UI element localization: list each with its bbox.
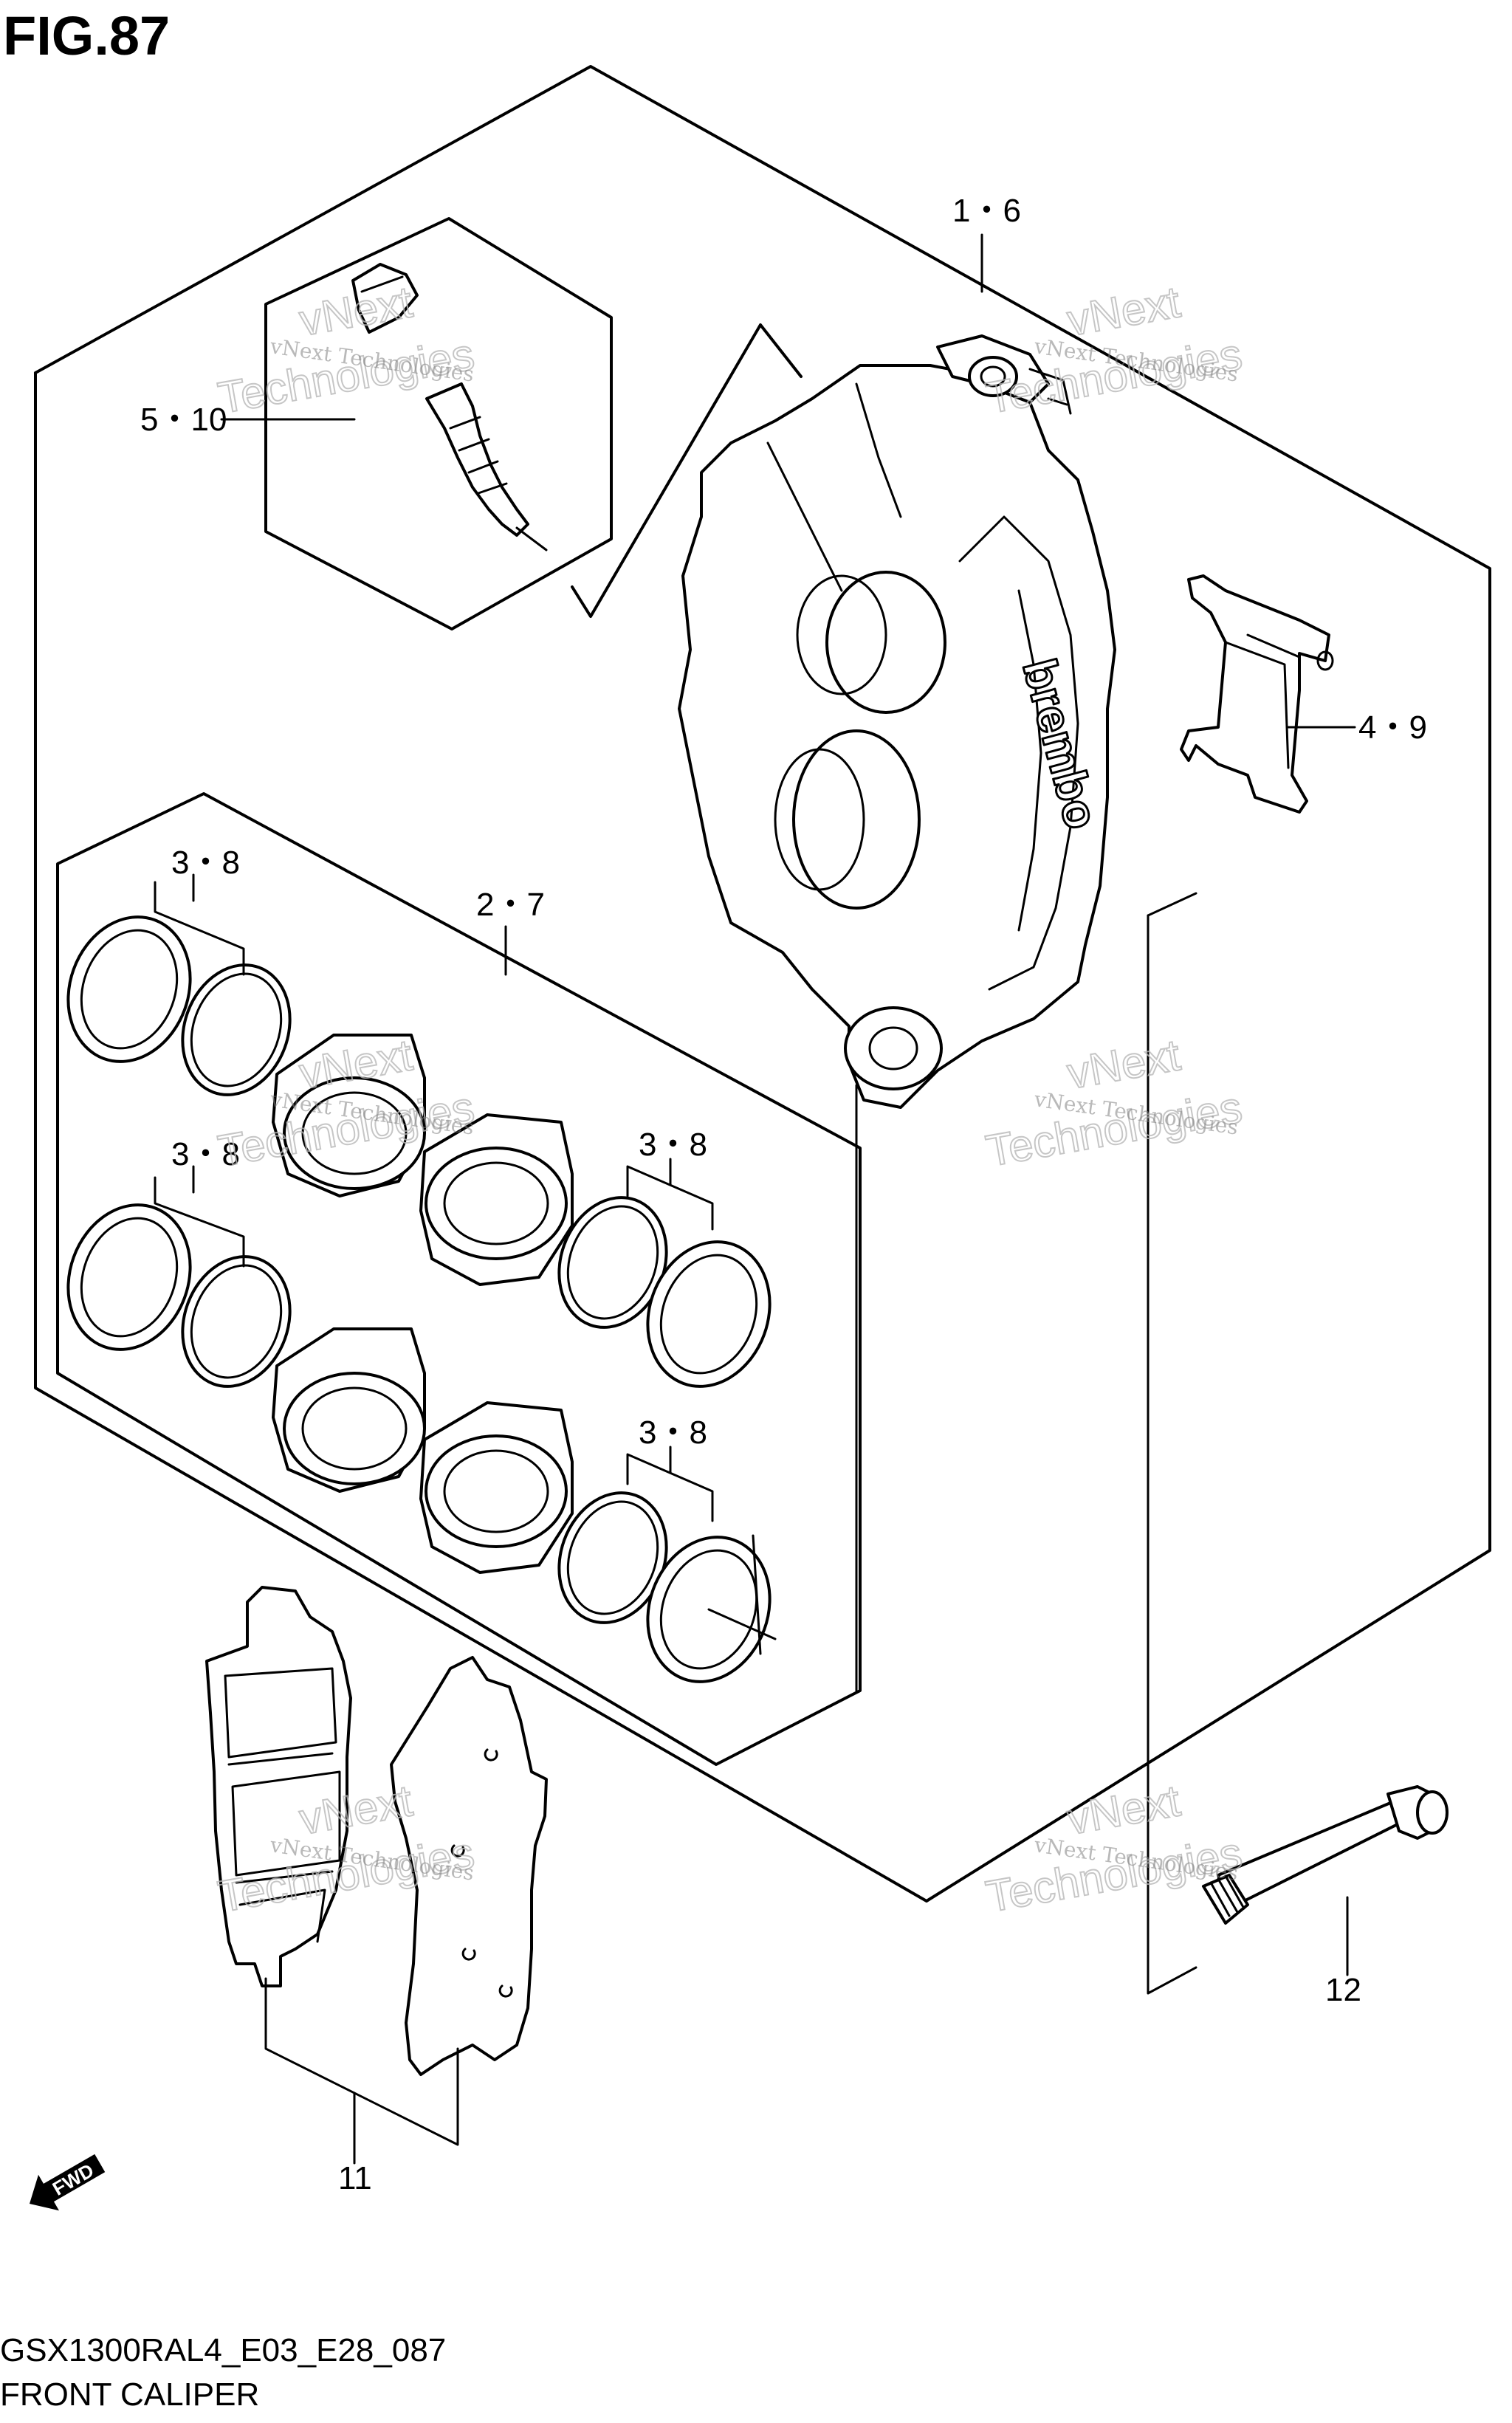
callout-seal-top-left: 3・8	[171, 845, 240, 881]
caliper-body: brembo	[678, 334, 1116, 1109]
bleeder-valve	[351, 263, 548, 551]
leader-lines	[154, 233, 1356, 1692]
callout-caliper: 1・6	[952, 193, 1021, 229]
callout-seal-bottom-right: 3・8	[639, 1415, 707, 1451]
watermark-6: vNext Technologies vNext Technologies	[982, 1775, 1247, 1922]
caliper-bolt	[1147, 892, 1449, 1995]
callout-piston-set: 2・7	[476, 887, 545, 923]
svg-text:vNext: vNext	[1064, 277, 1184, 346]
pad-spring	[1180, 574, 1334, 814]
seals	[66, 915, 777, 1683]
footer-caption: FRONT CALIPER	[0, 2376, 259, 2413]
callout-seal-mid-right: 3・8	[639, 1127, 707, 1163]
pistons	[272, 1034, 574, 1574]
callout-pad-spring: 4・9	[1358, 709, 1427, 746]
fwd-arrow-icon: FWD	[30, 2154, 106, 2211]
callout-bolt: 12	[1325, 1972, 1361, 2008]
svg-text:vNext: vNext	[1064, 1030, 1184, 1099]
caliper-brand: brembo	[1012, 653, 1108, 834]
callout-seal-lower-left: 3・8	[171, 1136, 240, 1172]
figure-title: FIG.87	[3, 5, 170, 66]
bleeder-box	[264, 217, 613, 630]
piston-kit-box	[56, 792, 862, 1766]
footer-model-code: GSX1300RAL4_E03_E28_087	[0, 2332, 446, 2368]
callout-pads: 11	[338, 2160, 372, 2196]
brake-pads	[205, 1586, 548, 2165]
svg-text:vNext: vNext	[1064, 1776, 1184, 1844]
callout-bleeder: 5・10	[140, 402, 227, 438]
watermark-4: vNext Technologies vNext Technologies	[982, 1029, 1247, 1177]
svg-text:vNext: vNext	[296, 277, 416, 346]
assembly-boundary	[34, 65, 1491, 1903]
